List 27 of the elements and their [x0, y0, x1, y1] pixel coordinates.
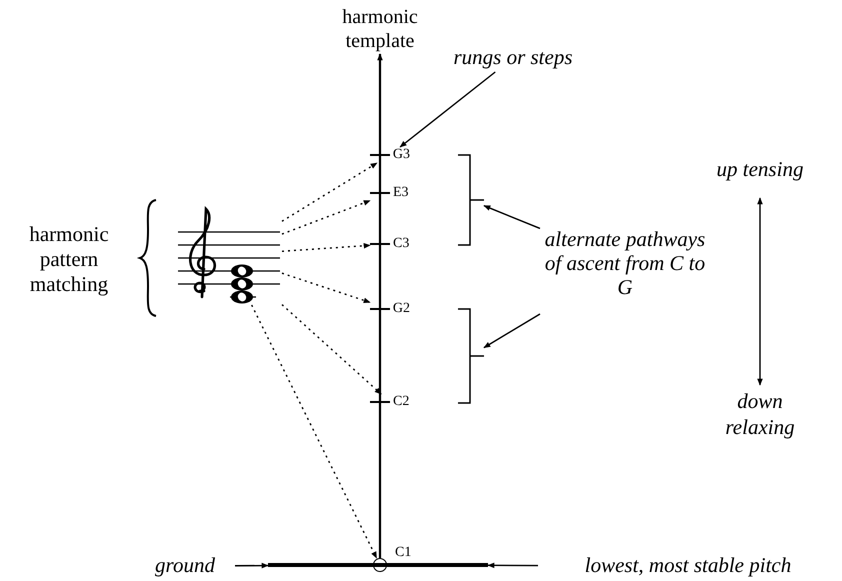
annotation-text: up tensing: [715, 140, 805, 198]
dotted-arrow: [282, 272, 371, 304]
bracket: [456, 308, 484, 404]
bracket: [456, 154, 484, 246]
annotation-text: lowest, most stable pitch: [538, 553, 838, 579]
dotted-arrow: [282, 242, 371, 252]
pitch-label: C3: [393, 237, 410, 251]
dotted-arrow: [251, 304, 378, 559]
arrow: [483, 205, 540, 230]
dotted-arrow: [282, 162, 378, 222]
arrow: [487, 562, 538, 568]
annotation-text: ground: [135, 553, 235, 579]
dotted-arrow: [282, 200, 371, 235]
annotation-text: alternate pathways of ascent from C to G: [540, 200, 710, 326]
arrow: [400, 71, 496, 148]
pitch-label: C1: [395, 546, 412, 560]
pitch-label: G3: [392, 148, 410, 162]
pitch-label: G2: [392, 302, 410, 316]
arrow: [235, 562, 269, 568]
annotation-text: down relaxing: [715, 385, 805, 443]
pitch-label: C2: [393, 395, 410, 409]
dotted-arrow: [282, 304, 382, 395]
arrow: [483, 313, 540, 348]
pitch-label: E3: [393, 186, 409, 200]
side-label: harmonic pattern matching: [28, 222, 110, 297]
arrow: [377, 53, 383, 558]
arrow: [757, 197, 763, 386]
